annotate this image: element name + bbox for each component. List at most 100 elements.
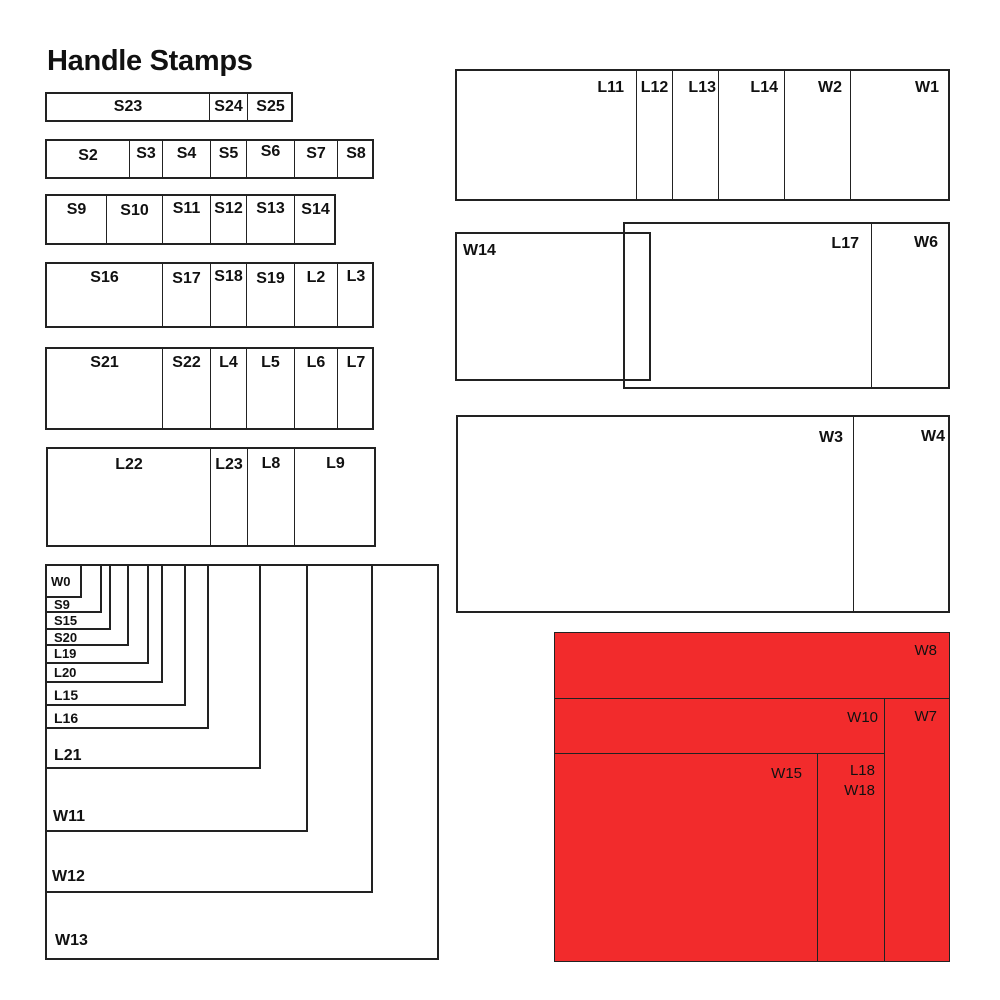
red-cell-w15[interactable]: W15: [554, 753, 818, 962]
stamp-row-right-top: L11 L12 L13 L14 W2 W1: [455, 69, 950, 201]
stamp-label: S6: [260, 143, 281, 160]
nested-s20[interactable]: [45, 564, 129, 646]
stamp-label: S18: [214, 268, 243, 285]
stamp-cell[interactable]: L13: [672, 71, 718, 199]
stamp-cell[interactable]: L8: [247, 449, 294, 545]
stamp-cell[interactable]: L5: [246, 349, 294, 428]
nested-w0[interactable]: [45, 564, 82, 598]
nested-l19[interactable]: [45, 564, 149, 664]
nested-s15[interactable]: [45, 564, 111, 630]
stamp-cell[interactable]: W6: [871, 224, 950, 387]
stamp-cell[interactable]: L17: [625, 224, 871, 387]
stamp-cell[interactable]: S17: [162, 264, 210, 326]
stamp-label: W1: [915, 79, 939, 96]
stamp-row-4: S16 S17 S18 S19 L2 L3: [45, 262, 374, 328]
stamp-cell[interactable]: L6: [294, 349, 337, 428]
stamp-label: L18: [849, 762, 875, 779]
stamp-label: S2: [78, 147, 98, 164]
stamp-cell[interactable]: L3: [337, 264, 374, 326]
stamp-row-5: S21 S22 L4 L5 L6 L7: [45, 347, 374, 430]
stamp-label: S3: [136, 145, 156, 162]
nested-l16[interactable]: [45, 564, 209, 729]
nested-label: L20: [54, 665, 77, 680]
red-cell-w10[interactable]: W10: [554, 698, 885, 754]
stamp-label: W3: [819, 429, 843, 446]
stamp-label: S21: [90, 354, 119, 371]
stamp-label: S14: [301, 201, 330, 218]
stamp-cell[interactable]: S2: [47, 141, 129, 177]
stamp-cell[interactable]: W2: [784, 71, 850, 199]
stamp-cell[interactable]: S11: [162, 196, 210, 243]
stamp-cell[interactable]: S7: [294, 141, 337, 177]
stamp-label: L7: [346, 354, 366, 371]
red-cell-w7[interactable]: W7: [884, 698, 950, 962]
stamp-label: W10: [847, 709, 878, 726]
stamp-label: W2: [818, 79, 842, 96]
stamp-label: S10: [120, 202, 149, 219]
stamp-label: S23: [113, 98, 143, 115]
stamp-cell[interactable]: L4: [210, 349, 246, 428]
stamp-label: S17: [172, 270, 201, 287]
stamp-label: L17: [831, 235, 859, 252]
stamp-cell[interactable]: W3: [458, 417, 853, 611]
nested-label: S20: [54, 630, 78, 645]
nested-label: S9: [54, 597, 70, 612]
nested-outer-w13[interactable]: [45, 564, 439, 960]
stamp-cell[interactable]: W1: [850, 71, 950, 199]
stamp-cell[interactable]: S5: [210, 141, 246, 177]
stamp-cell[interactable]: S16: [47, 264, 162, 326]
stamp-cell[interactable]: S6: [246, 141, 294, 177]
stamp-cell[interactable]: S9: [47, 196, 106, 243]
stamp-cell[interactable]: S25: [247, 94, 293, 120]
stamp-label: L23: [215, 456, 243, 473]
stamp-box-l17-w6: L17 W6: [623, 222, 950, 389]
stamp-label: W7: [914, 708, 938, 725]
stamp-cell[interactable]: S23: [47, 94, 209, 120]
red-cell-l18-w18[interactable]: L18 W18: [817, 753, 885, 962]
stamp-cell[interactable]: S19: [246, 264, 294, 326]
nested-label: S15: [54, 613, 78, 628]
stamp-cell[interactable]: L2: [294, 264, 337, 326]
stamp-cell[interactable]: L9: [294, 449, 376, 545]
stamp-cell[interactable]: L14: [718, 71, 784, 199]
stamp-cell[interactable]: L11: [457, 71, 636, 199]
stamp-cell[interactable]: S21: [47, 349, 162, 428]
stamp-cell[interactable]: S24: [209, 94, 247, 120]
nested-l21[interactable]: [45, 564, 261, 769]
stamp-cell[interactable]: L7: [337, 349, 374, 428]
stamp-cell[interactable]: S22: [162, 349, 210, 428]
nested-label: L21: [54, 747, 82, 764]
stamp-label: L4: [219, 354, 238, 371]
red-cell-w8[interactable]: W8: [554, 632, 950, 699]
stamp-label: S9: [66, 201, 87, 218]
nested-label: L15: [54, 687, 79, 703]
stamp-row-6: L22 L23 L8 L9: [46, 447, 376, 547]
stamp-cell[interactable]: W4: [853, 417, 950, 611]
page-title: Handle Stamps: [47, 45, 253, 77]
stamp-label: W15: [771, 765, 802, 782]
stamp-cell[interactable]: S18: [210, 264, 246, 326]
stamp-label: S5: [218, 145, 239, 162]
stamp-cell[interactable]: S10: [106, 196, 162, 243]
nested-label: W11: [53, 808, 86, 825]
nested-w12[interactable]: [45, 564, 373, 893]
nested-w11[interactable]: [45, 564, 308, 832]
stamp-label: L2: [306, 269, 326, 286]
stamp-cell[interactable]: L23: [210, 449, 247, 545]
stamp-cell[interactable]: S13: [246, 196, 294, 243]
stamp-cell[interactable]: L22: [48, 449, 210, 545]
nested-l15[interactable]: [45, 564, 186, 706]
stamp-cell[interactable]: L12: [636, 71, 672, 199]
stamp-label: L13: [688, 79, 716, 96]
stamp-label: S16: [90, 269, 119, 286]
stamp-cell[interactable]: S12: [210, 196, 246, 243]
nested-s9[interactable]: [45, 564, 102, 613]
stamp-label: W8: [914, 642, 938, 659]
stamp-cell[interactable]: S8: [337, 141, 374, 177]
stamp-label: L22: [115, 456, 143, 473]
nested-l20[interactable]: [45, 564, 163, 683]
stamp-cell[interactable]: S3: [129, 141, 162, 177]
stamp-cell[interactable]: S14: [294, 196, 336, 243]
stamp-cell[interactable]: S4: [162, 141, 210, 177]
stamp-label: L8: [261, 455, 281, 472]
